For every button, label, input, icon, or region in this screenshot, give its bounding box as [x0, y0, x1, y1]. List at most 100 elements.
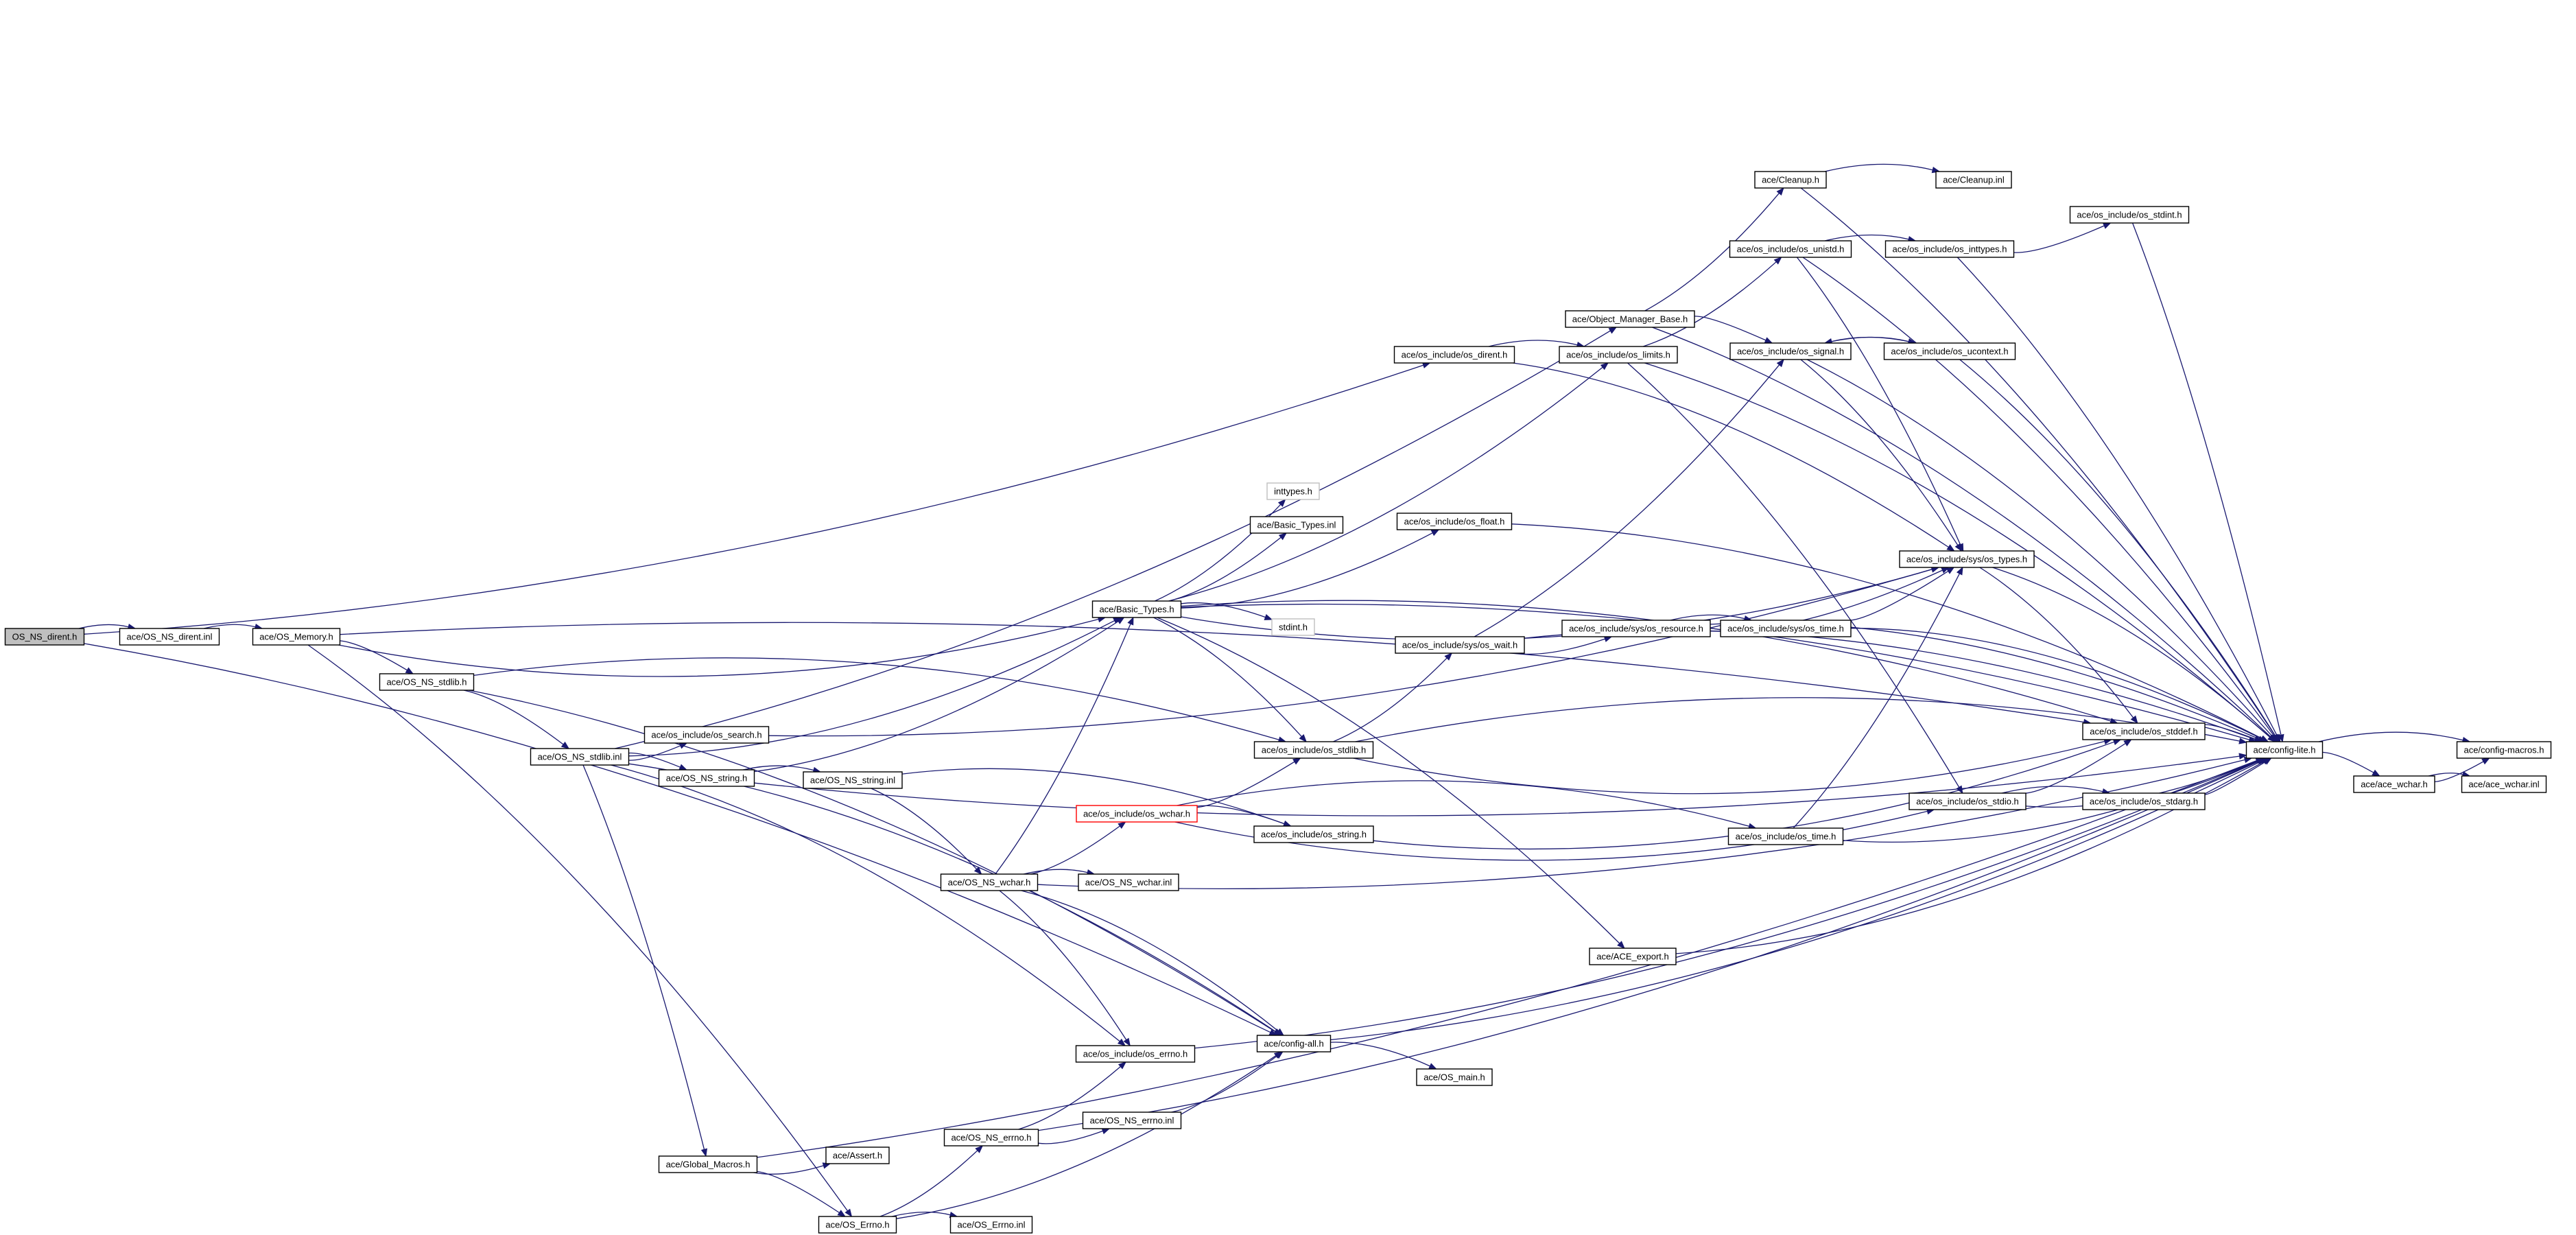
- edge-line: [742, 765, 814, 771]
- edge-line: [1627, 362, 1960, 788]
- graph-node-memory[interactable]: ace/OS_Memory.h: [252, 628, 341, 646]
- graph-node-errno-cls[interactable]: ace/OS_Errno.h: [818, 1216, 897, 1234]
- graph-node-os-dirent[interactable]: ace/os_include/os_dirent.h: [1393, 346, 1515, 364]
- graph-node-global-macros[interactable]: ace/Global_Macros.h: [658, 1155, 758, 1173]
- edge-arrowhead: [1428, 1063, 1437, 1070]
- edge-line: [2131, 222, 2282, 736]
- graph-node-stdlib-h[interactable]: ace/OS_NS_stdlib.h: [379, 673, 475, 691]
- edge-arrowhead: [1278, 532, 1288, 541]
- edge-line: [1694, 316, 1766, 341]
- edge-sys-types-to-os-stddef: [1979, 567, 2138, 725]
- node-box: [1884, 240, 2015, 258]
- graph-node-config-lite[interactable]: ace/config-lite.h: [2245, 741, 2324, 759]
- graph-node-os-wchar[interactable]: ace/os_include/os_wchar.h: [1076, 805, 1198, 823]
- graph-node-os-time[interactable]: ace/os_include/os_time.h: [1727, 827, 1844, 845]
- graph-node-os-stdio[interactable]: ace/os_include/os_stdio.h: [1909, 792, 2026, 810]
- graph-node-os-stdarg[interactable]: ace/os_include/os_stdarg.h: [2082, 792, 2206, 810]
- graph-node-config-all[interactable]: ace/config-all.h: [1256, 1035, 1332, 1052]
- graph-node-os-errno[interactable]: ace/os_include/os_errno.h: [1075, 1045, 1196, 1063]
- graph-node-os-unistd[interactable]: ace/os_include/os_unistd.h: [1729, 240, 1852, 258]
- edge-line: [1850, 570, 1949, 621]
- node-box: [1082, 1112, 1182, 1129]
- edge-line: [340, 640, 407, 671]
- graph-node-cleanup-inl[interactable]: ace/Cleanup.inl: [1935, 171, 2012, 189]
- edge-os-stddef-to-config-lite: [2204, 724, 2264, 742]
- graph-node-os-search[interactable]: ace/os_include/os_search.h: [643, 726, 770, 744]
- graph-node-os-stdint[interactable]: ace/os_include/os_stdint.h: [2069, 206, 2190, 224]
- node-label: ace/OS_NS_wchar.h: [948, 878, 1031, 888]
- graph-node-errno-inl[interactable]: ace/OS_NS_errno.inl: [1082, 1112, 1182, 1129]
- graph-node-os-limits[interactable]: ace/os_include/os_limits.h: [1559, 346, 1678, 364]
- edge-arrowhead: [1430, 529, 1440, 537]
- graph-node-assert[interactable]: ace/Assert.h: [825, 1146, 890, 1164]
- graph-node-errno-h[interactable]: ace/OS_NS_errno.h: [943, 1129, 1039, 1146]
- edge-line: [754, 620, 1119, 773]
- edge-stdlib-inl-to-os-errno: [611, 764, 1126, 1046]
- edge-line: [78, 624, 129, 629]
- edge-arrowhead: [1776, 358, 1784, 368]
- node-box: [1561, 620, 1711, 637]
- graph-node-cleanup[interactable]: ace/Cleanup.h: [1754, 171, 1827, 189]
- graph-node-os-string[interactable]: ace/os_include/os_string.h: [1253, 825, 1374, 843]
- graph-node-sys-time[interactable]: ace/os_include/sys/os_time.h: [1720, 620, 1852, 637]
- edge-line: [1171, 1055, 1278, 1113]
- graph-node-wchar-inl[interactable]: ace/OS_NS_wchar.inl: [1078, 873, 1179, 891]
- edge-arrowhead: [560, 741, 570, 749]
- graph-node-ace-wchar[interactable]: ace/ace_wchar.h: [2353, 775, 2435, 793]
- node-box: [1395, 636, 1525, 654]
- node-label: ace/OS_NS_errno.inl: [1090, 1116, 1174, 1126]
- graph-node-os-wait[interactable]: ace/os_include/sys/os_wait.h: [1395, 636, 1525, 654]
- graph-node-obj-mgr[interactable]: ace/Object_Manager_Base.h: [1565, 310, 1695, 328]
- edge-line: [1355, 697, 2240, 742]
- graph-node-inttypes[interactable]: inttypes.h: [1266, 482, 1320, 500]
- graph-node-os-resource[interactable]: ace/os_include/sys/os_resource.h: [1561, 620, 1711, 637]
- edge-layer: [78, 163, 2490, 1219]
- node-box: [658, 1155, 758, 1173]
- edge-arrowhead: [1954, 543, 1963, 552]
- graph-node-os-stdlib[interactable]: ace/os_include/os_stdlib.h: [1253, 741, 1374, 759]
- graph-node-config-macros[interactable]: ace/config-macros.h: [2456, 741, 2552, 759]
- edge-arrowhead: [1608, 327, 1618, 334]
- edge-line: [999, 890, 1127, 1040]
- edge-line: [2204, 761, 2266, 795]
- graph-node-string-h[interactable]: ace/OS_NS_string.h: [658, 769, 755, 787]
- graph-node-stdint[interactable]: stdint.h: [1271, 618, 1315, 636]
- graph-node-basic-inl[interactable]: ace/Basic_Types.inl: [1249, 516, 1344, 534]
- edge-errno-cls-to-config-all: [896, 1051, 1283, 1219]
- graph-node-os-main[interactable]: ace/OS_main.h: [1416, 1068, 1493, 1086]
- edge-line: [896, 1055, 1277, 1219]
- edge-arrowhead: [2272, 733, 2280, 743]
- node-box: [949, 1216, 1033, 1234]
- edge-line: [757, 1171, 840, 1214]
- graph-node-os-float[interactable]: ace/os_include/os_float.h: [1396, 513, 1513, 530]
- edge-line: [628, 752, 681, 768]
- graph-node-os-signal[interactable]: ace/os_include/os_signal.h: [1729, 342, 1852, 360]
- node-box: [379, 673, 475, 691]
- graph-node-root[interactable]: OS_NS_dirent.h: [4, 628, 85, 646]
- graph-node-os-ucontext[interactable]: ace/os_include/os_ucontext.h: [1883, 342, 2016, 360]
- edge-cleanup-to-config-lite: [1800, 187, 2280, 743]
- graph-node-errno-cls-inl[interactable]: ace/OS_Errno.inl: [949, 1216, 1033, 1234]
- edge-arrowhead: [837, 1210, 847, 1217]
- edge-arrowhead: [2130, 715, 2138, 725]
- edge-config-lite-to-ace-wchar: [2322, 751, 2380, 777]
- graph-node-os-inttypes[interactable]: ace/os_include/os_inttypes.h: [1884, 240, 2015, 258]
- graph-node-sys-types[interactable]: ace/os_include/sys/os_types.h: [1899, 550, 2035, 568]
- node-label: ace/OS_NS_string.h: [666, 773, 748, 784]
- graph-node-basic-types[interactable]: ace/Basic_Types.h: [1091, 600, 1182, 618]
- graph-node-os-stddef[interactable]: ace/os_include/os_stddef.h: [2082, 722, 2206, 740]
- graph-node-stdlib-inl[interactable]: ace/OS_NS_stdlib.inl: [530, 748, 630, 766]
- graph-node-ace-wchar-inl[interactable]: ace/ace_wchar.inl: [2461, 775, 2547, 793]
- edge-arrowhead: [1273, 1051, 1283, 1059]
- graph-node-wchar-h[interactable]: ace/OS_NS_wchar.h: [940, 873, 1039, 891]
- edge-line: [1979, 567, 2134, 718]
- node-box: [119, 628, 220, 646]
- graph-node-dirent-inl[interactable]: ace/OS_NS_dirent.inl: [119, 628, 220, 646]
- edge-arrowhead: [1773, 257, 1782, 265]
- node-box: [818, 1216, 897, 1234]
- edge-arrowhead: [1946, 567, 1955, 574]
- node-label: ace/OS_Errno.inl: [958, 1220, 1026, 1230]
- node-box: [1075, 1045, 1196, 1063]
- graph-node-string-inl[interactable]: ace/OS_NS_string.inl: [803, 771, 903, 789]
- graph-node-ace-export[interactable]: ace/ACE_export.h: [1589, 948, 1677, 965]
